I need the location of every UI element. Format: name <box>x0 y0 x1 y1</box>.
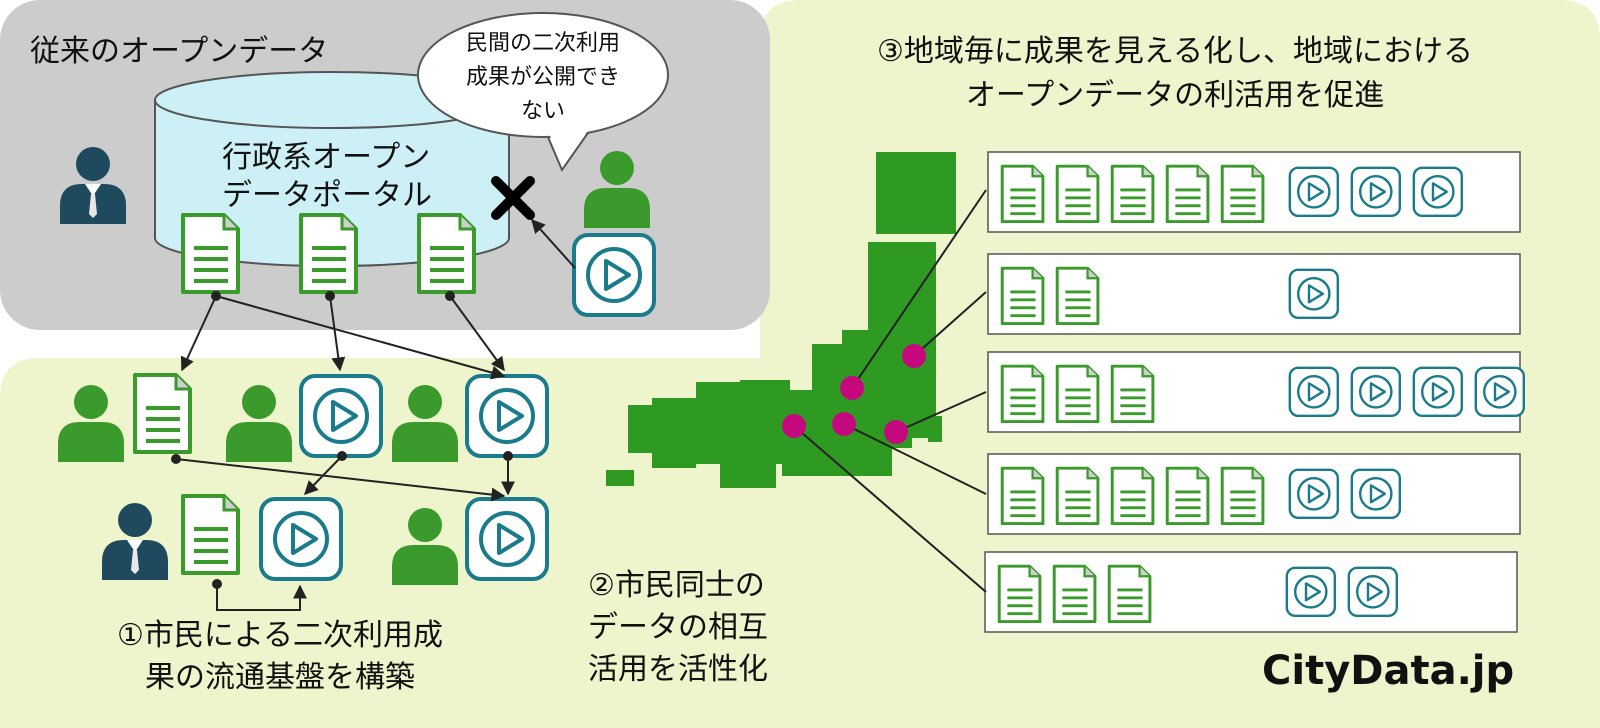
bubble-line2: 成果が公開でき <box>465 65 620 90</box>
region-row <box>987 253 1521 335</box>
region-marker <box>884 420 908 444</box>
bubble-line1: 民間の二次利用 <box>465 31 620 56</box>
portal-label-line2: データポータル <box>222 178 432 213</box>
document-icon <box>1000 364 1045 424</box>
document-icon <box>1055 466 1100 526</box>
play-app-icon <box>299 374 383 458</box>
region-marker <box>832 412 856 436</box>
region-marker <box>902 344 926 368</box>
play-app-icon <box>1347 566 1399 617</box>
step1-line2: 果の流通基盤を構築 <box>145 660 415 695</box>
region-row <box>987 151 1521 233</box>
play-app-icon <box>1350 366 1402 417</box>
document-icon <box>1000 164 1045 224</box>
play-app-icon <box>1350 166 1402 218</box>
document-icon <box>1165 164 1210 224</box>
document-icon <box>1107 564 1152 624</box>
region-markers <box>782 344 926 444</box>
document-icon <box>1052 564 1097 624</box>
document-icon <box>181 494 240 575</box>
document-icon <box>181 213 240 294</box>
document-icon <box>1055 364 1100 424</box>
region-row <box>987 351 1526 433</box>
document-icon <box>299 213 358 294</box>
step1-line1: ①市民による二次利用成 <box>117 618 443 653</box>
flow-arrows <box>171 291 515 611</box>
play-app-icon <box>1350 468 1402 519</box>
region-marker <box>840 376 864 400</box>
region-row <box>984 551 1518 633</box>
document-icon <box>1220 164 1265 224</box>
region-marker <box>782 414 806 438</box>
region-connectors <box>793 189 987 593</box>
play-app-icon <box>259 497 343 581</box>
step2-line1: ②市民同士の <box>588 568 765 603</box>
play-app-icon <box>1412 166 1464 218</box>
step3-line1: ③地域毎に成果を見える化し、地域における <box>877 34 1473 69</box>
play-app-icon <box>465 374 549 458</box>
document-icon <box>417 213 476 294</box>
play-app-icon <box>1288 366 1340 417</box>
document-icon <box>1000 266 1045 326</box>
document-icon <box>1165 466 1210 526</box>
step2-line2: データの相互 <box>588 610 768 645</box>
document-icon <box>1110 364 1155 424</box>
region-list <box>984 151 1526 633</box>
play-app-icon <box>1288 268 1340 319</box>
play-app-icon <box>572 233 656 317</box>
document-icon <box>1110 164 1155 224</box>
blocked-arrow <box>531 218 576 269</box>
play-app-icon <box>1474 366 1526 417</box>
play-app-icon <box>465 497 549 581</box>
legacy-title: 従来のオープンデータ <box>30 34 329 69</box>
play-app-icon <box>1288 166 1340 218</box>
document-icon <box>1110 466 1155 526</box>
step2-line3: 活用を活性化 <box>588 652 768 687</box>
play-app-icon <box>1285 566 1337 617</box>
play-app-icon <box>1288 468 1340 519</box>
document-icon <box>1055 266 1100 326</box>
document-icon <box>1055 164 1100 224</box>
document-icon <box>1000 466 1045 526</box>
play-app-icon <box>1412 366 1464 417</box>
document-icon <box>133 373 192 454</box>
x-mark-icon <box>491 176 535 220</box>
document-icon <box>1220 466 1265 526</box>
step3-line2: オープンデータの利活用を促進 <box>965 78 1385 113</box>
document-icon <box>997 564 1042 624</box>
bubble-line3: ない <box>520 99 565 124</box>
region-row <box>987 453 1521 535</box>
portal-label-line1: 行政系オープン <box>222 140 431 175</box>
brand-logo: CityData.jp <box>1262 648 1515 694</box>
speech-bubble <box>417 12 669 173</box>
